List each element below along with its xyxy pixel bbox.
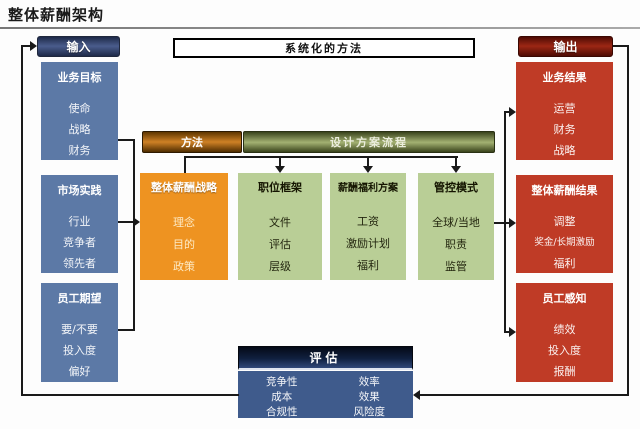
left-loop-vertical-line: [21, 45, 23, 396]
box-item: 报酬: [553, 365, 576, 378]
box-business-results: 业务结果 运营 财务 战略: [516, 62, 613, 160]
arrow-into-strategy: [133, 217, 140, 227]
evaluation-item: 效率: [358, 376, 380, 388]
evaluation-item: 成本: [271, 391, 293, 403]
column-title: 职位框架: [258, 181, 302, 194]
box-title: 员工期望: [57, 292, 102, 305]
evaluation-left-column: 竞争性 成本 合规性: [238, 371, 326, 418]
evaluation-item: 风险度: [353, 406, 386, 418]
box-item: 要/不要: [61, 323, 98, 336]
box-item: 领先者: [63, 257, 96, 270]
method-bar: 方法: [142, 131, 242, 153]
box-item: 投入度: [63, 344, 96, 357]
evaluation-item: 效果: [358, 391, 380, 403]
right-loop-bottom-line: [420, 394, 629, 396]
drop-into-job-framework: [279, 156, 281, 167]
title-underline: [0, 27, 640, 29]
box-item: 调整: [553, 215, 576, 228]
process-distribution-line: [184, 156, 458, 158]
arrow-into-governance: [451, 166, 461, 173]
arrow-into-job-framework: [275, 166, 285, 173]
drop-into-comp-benefit: [367, 156, 369, 167]
box-item: 偏好: [68, 365, 91, 378]
box-item: 奖金/长期激励: [534, 237, 595, 248]
arrow-into-business-results: [509, 107, 516, 117]
systematic-approach-banner: 系统化的方法: [173, 38, 475, 58]
left-loop-bottom-line: [21, 394, 239, 396]
market-practice-out-line: [118, 221, 134, 223]
page-title: 整体薪酬架构: [8, 6, 105, 24]
employee-expectation-out-line: [118, 329, 135, 331]
left-funnel-vertical-line: [133, 139, 135, 331]
evaluation-item: 合规性: [266, 406, 298, 418]
box-item: 福利: [553, 257, 576, 270]
box-item: 财务: [553, 123, 576, 136]
evaluation-header: 评估: [238, 346, 413, 370]
box-item: 使命: [68, 102, 91, 115]
box-total-rewards-results: 整体薪酬结果 调整 奖金/长期激励 福利: [516, 175, 613, 273]
arrow-into-total-rewards-results: [509, 218, 516, 228]
column-item: 工资: [357, 215, 379, 228]
box-item: 战略: [553, 144, 576, 157]
left-loop-top-stub: [21, 45, 31, 47]
box-title: 业务目标: [57, 71, 102, 84]
box-title: 业务结果: [542, 71, 587, 84]
input-header: 输入: [37, 36, 120, 57]
box-item: 投入度: [548, 344, 581, 357]
box-title: 市场实践: [57, 184, 102, 197]
column-title: 整体薪酬战略: [151, 181, 217, 194]
business-goals-out-line: [118, 139, 135, 141]
column-job-framework: 职位框架 文件 评估 层级: [238, 173, 322, 280]
box-item: 行业: [68, 215, 91, 228]
column-item: 层级: [269, 260, 291, 273]
drop-into-governance: [455, 156, 457, 167]
box-employee-expectation: 员工期望 要/不要 投入度 偏好: [41, 283, 118, 382]
box-business-goals: 业务目标 使命 战略 财务: [41, 62, 118, 160]
stub-total-rewards-results: [504, 222, 510, 224]
output-header: 输出: [518, 36, 613, 57]
evaluation-item: 竞争性: [266, 376, 298, 388]
arrow-into-comp-benefit: [363, 166, 373, 173]
arrow-into-employee-perception: [509, 327, 516, 337]
column-item: 政策: [173, 260, 195, 273]
column-item: 理念: [173, 216, 195, 229]
column-item: 评估: [269, 238, 291, 251]
column-governance-model: 管控模式 全球/当地 职责 监管: [418, 173, 494, 280]
box-title: 整体薪酬结果: [531, 184, 598, 197]
evaluation-right-column: 效率 效果 风险度: [326, 371, 414, 418]
right-loop-top-stub: [613, 45, 629, 47]
column-title: 薪酬福利方案: [338, 183, 398, 194]
column-item: 文件: [269, 216, 291, 229]
box-item: 财务: [68, 144, 91, 157]
column-total-rewards-strategy: 整体薪酬战略 理念 目的 政策: [140, 173, 228, 280]
column-item: 职责: [445, 238, 467, 251]
design-process-bar: 设计方案流程: [243, 131, 495, 153]
stub-employee-perception: [504, 331, 510, 333]
evaluation-body: 竞争性 成本 合规性 效率 效果 风险度: [238, 371, 413, 418]
column-item: 目的: [173, 238, 195, 251]
box-item: 绩效: [553, 323, 576, 336]
column-item: 监管: [445, 260, 467, 273]
column-item: 福利: [357, 259, 379, 272]
box-item: 战略: [68, 123, 91, 136]
box-item: 运营: [553, 102, 576, 115]
box-title: 员工感知: [542, 292, 587, 305]
box-market-practice: 市场实践 行业 竞争者 领先者: [41, 175, 118, 273]
drop-into-strategy: [184, 156, 186, 173]
stub-business-results: [504, 111, 510, 113]
arrow-into-evaluation: [413, 390, 420, 400]
box-employee-perception: 员工感知 绩效 投入度 报酬: [516, 283, 613, 382]
column-comp-benefit-plan: 薪酬福利方案 工资 激励计划 福利: [330, 173, 406, 280]
column-item: 全球/当地: [432, 216, 480, 229]
box-item: 竞争者: [63, 236, 96, 249]
column-item: 激励计划: [346, 237, 390, 250]
right-loop-vertical-line: [627, 45, 629, 396]
arrow-into-input: [30, 41, 37, 51]
column-title: 管控模式: [434, 181, 478, 194]
governance-out-line: [494, 222, 506, 224]
